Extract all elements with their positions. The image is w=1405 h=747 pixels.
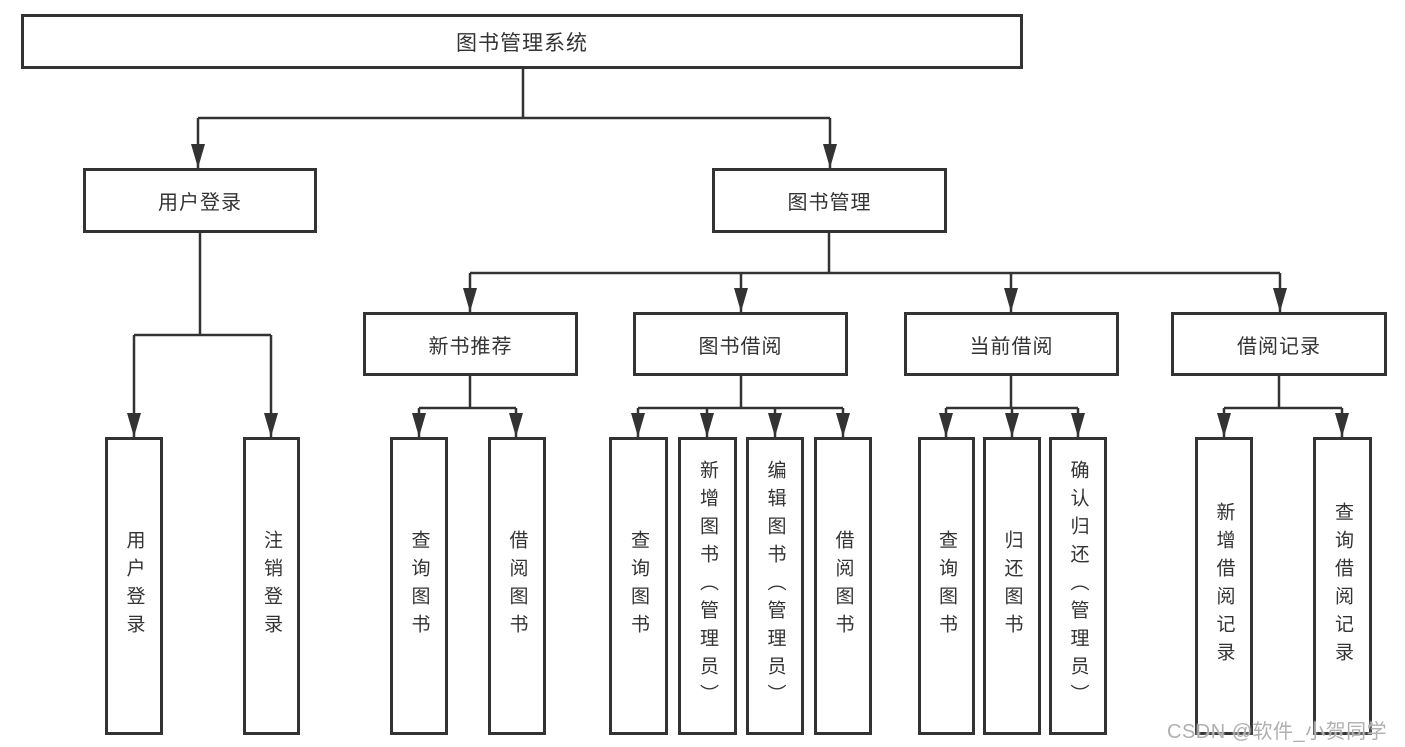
leaf-add-borrow-record: 新增借阅记录	[1195, 437, 1253, 735]
leaf-logout: 注销登录	[243, 437, 300, 735]
node-book-borrowing: 图书借阅	[633, 312, 848, 376]
leaf-edit-book-admin: 编辑图书（管理员）	[746, 437, 804, 735]
node-new-book-recommendation: 新书推荐	[363, 312, 578, 376]
leaf-add-book-admin: 新增图书（管理员）	[678, 437, 737, 735]
node-current-borrowing: 当前借阅	[904, 312, 1119, 376]
leaf-query-books-current: 查询图书	[918, 437, 975, 735]
node-book-management: 图书管理	[712, 168, 947, 233]
leaf-user-login: 用户登录	[105, 437, 163, 735]
node-library-management-system: 图书管理系统	[21, 14, 1023, 69]
leaf-borrow-books-borrowing: 借阅图书	[814, 437, 872, 735]
leaf-query-books-borrowing: 查询图书	[609, 437, 668, 735]
leaf-confirm-return-admin: 确认归还（管理员）	[1049, 437, 1107, 735]
node-borrowing-records: 借阅记录	[1171, 312, 1387, 376]
leaf-query-borrow-record: 查询借阅记录	[1313, 437, 1372, 735]
leaf-borrow-books-recommend: 借阅图书	[488, 437, 546, 735]
leaf-query-books-recommend: 查询图书	[390, 437, 448, 735]
csdn-watermark: CSDN @软件_小贺同学	[1167, 721, 1388, 743]
node-user-login: 用户登录	[83, 168, 317, 233]
leaf-return-books: 归还图书	[983, 437, 1041, 735]
